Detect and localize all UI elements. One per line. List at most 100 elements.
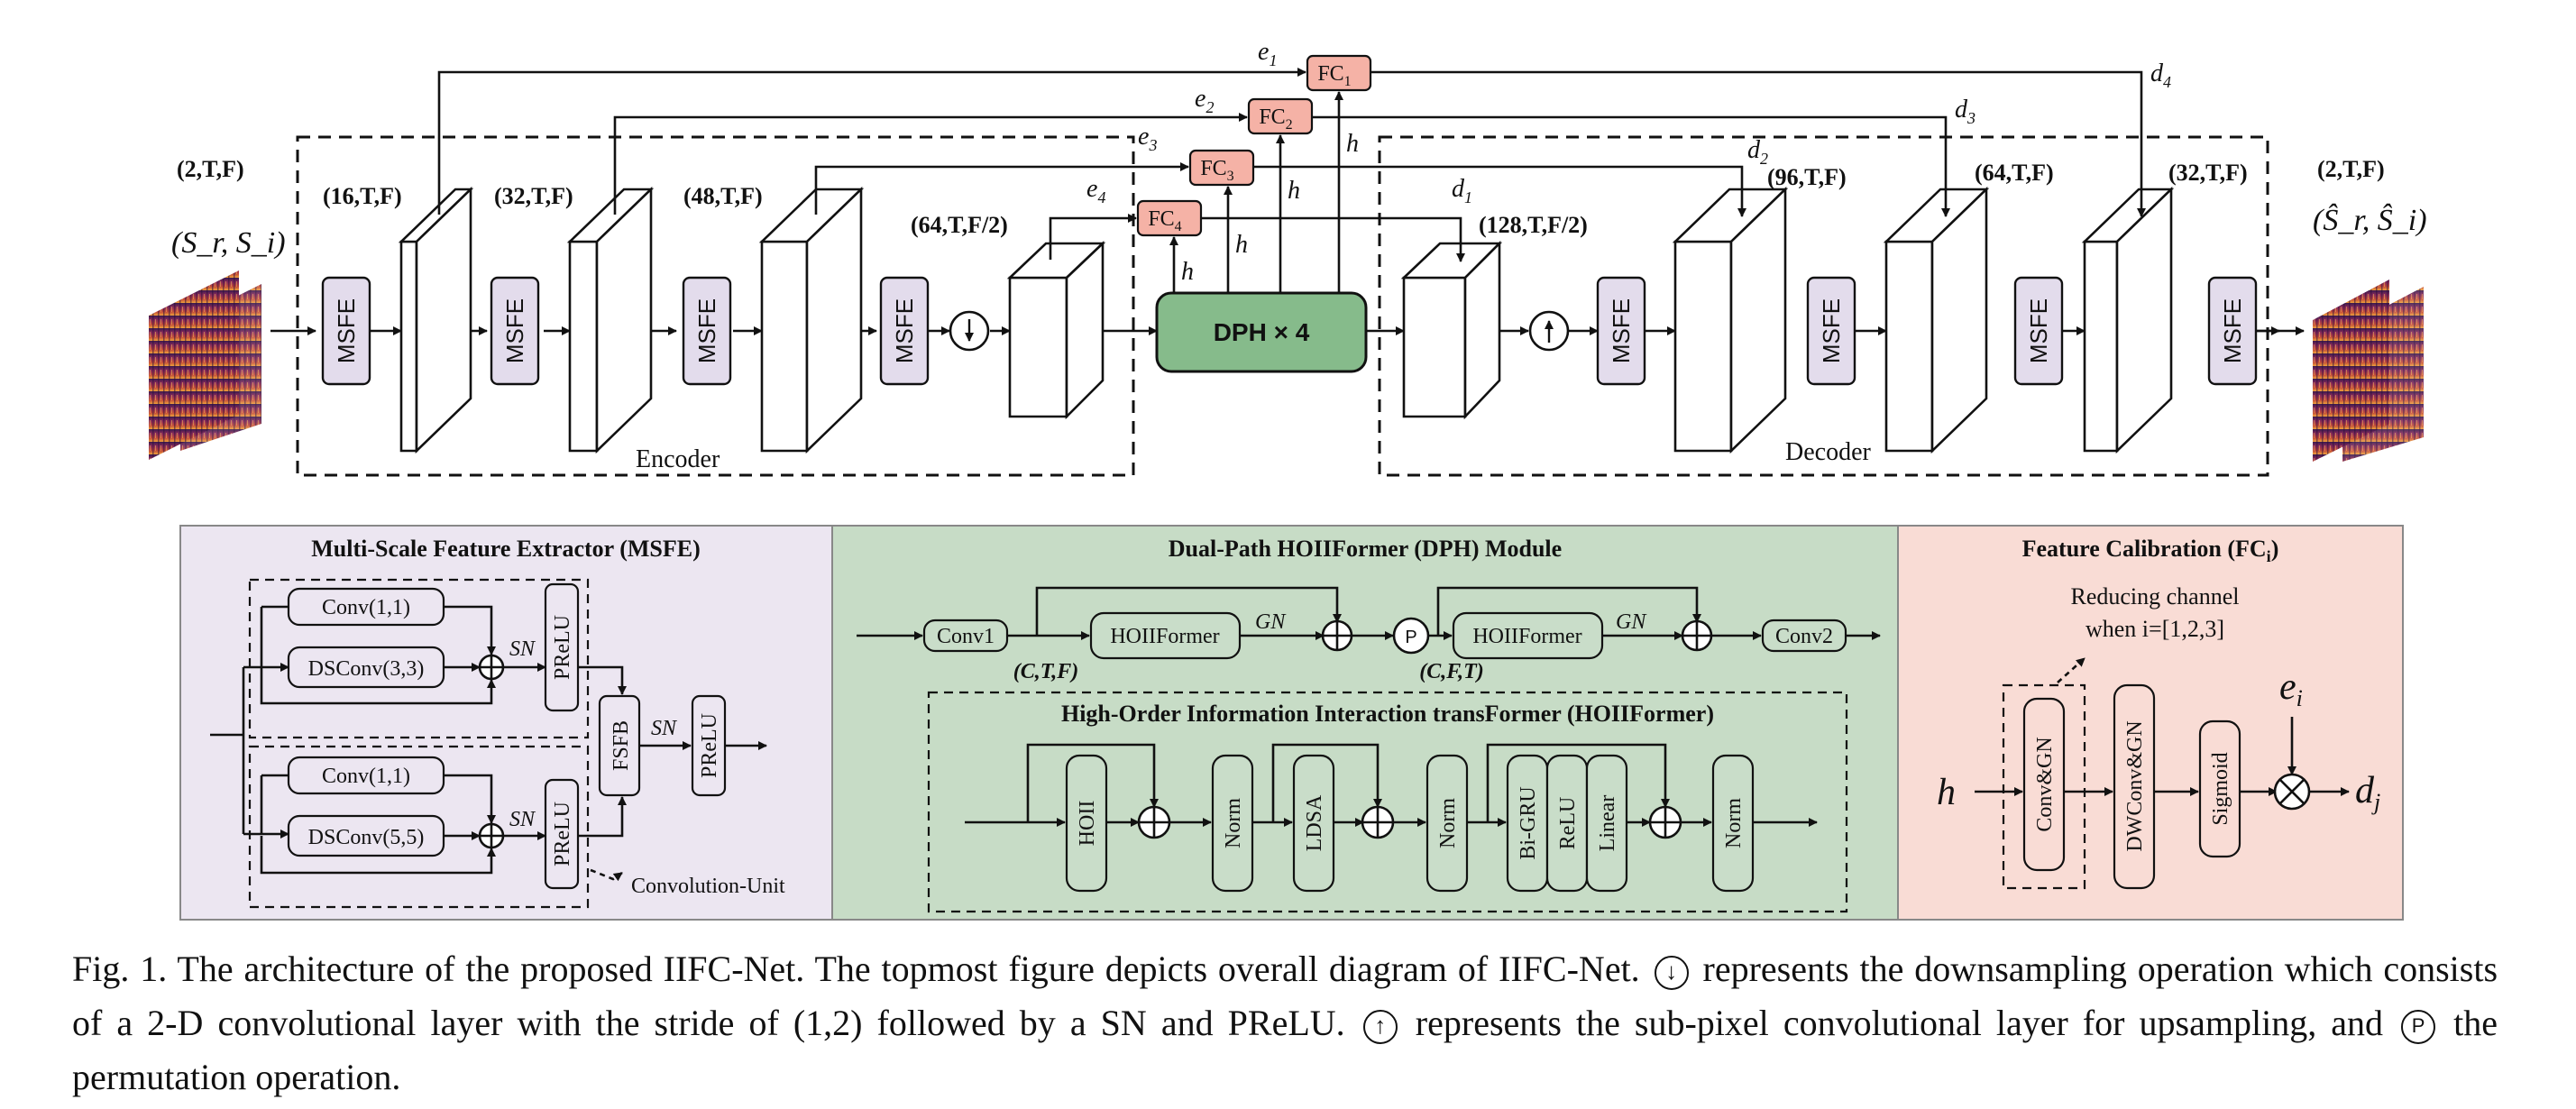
fc-reducing-region [2002, 683, 2086, 890]
dph-cft-label: (C,F,T) [1419, 660, 1484, 683]
h-label-1: h [1346, 130, 1359, 158]
input-spectrogram [149, 270, 261, 460]
fc2-label: FC2 [1259, 105, 1292, 133]
hoii-label: HOII [1076, 801, 1099, 847]
msfe-conv11-a-label: Conv(1,1) [322, 596, 410, 619]
e3-label: e3 [1138, 123, 1157, 154]
msfe-panel [179, 525, 833, 921]
msfe-fsfb-label: FSFB [610, 720, 633, 771]
encoder-shape-1: (16,T,F) [323, 183, 402, 209]
dph-label: DPH × 4 [1214, 318, 1310, 346]
hoiiformer-title: High-Order Information Interaction trans… [1061, 701, 1714, 727]
caption-p-icon: P [2401, 1009, 2436, 1044]
encoder-shape-2: (32,T,F) [494, 183, 573, 209]
msfe-label-dec-4: MSFE [2219, 298, 2246, 363]
input-shape-label: (2,T,F) [177, 156, 244, 182]
hoiiformer-detail [927, 691, 1848, 913]
msfe-prelu-out-label: PReLU [698, 713, 721, 778]
output-spectrogram [2313, 280, 2424, 462]
figure-caption: Fig. 1. The architecture of the proposed… [72, 942, 2498, 1104]
fc-note-line2: when i=[1,2,3] [2086, 616, 2224, 642]
encoder-label: Encoder [636, 445, 720, 473]
msfe-block-enc-3 [682, 276, 732, 386]
msfe-label-enc-4: MSFE [891, 298, 918, 363]
msfe-label-dec-3: MSFE [2025, 298, 2052, 363]
decoder-feature-map-3 [1883, 186, 1990, 454]
msfe-block-enc-1 [321, 276, 371, 386]
dph-block [1155, 291, 1368, 373]
caption-up-icon: ↑ [1362, 1009, 1398, 1044]
msfe-panel-title: Multi-Scale Feature Extractor (MSFE) [311, 536, 701, 562]
architecture-diagram: (2,T,F) (S_r, S_i) (16,T,F) (32,T,F) (48… [149, 38, 2427, 921]
fc4-label: FC4 [1148, 207, 1181, 234]
msfe-prelu-b-label: PReLU [551, 802, 574, 866]
dph-hoiiformer-a-label: HOIIFormer [1110, 625, 1219, 648]
dph-conv2-label: Conv2 [1775, 625, 1833, 648]
decoder-shape-3: (64,T,F) [1975, 160, 2054, 186]
caption-part-2: represents the downsampling operation wh… [72, 949, 2498, 1043]
fc-d-label: dj [2355, 770, 2380, 815]
encoder-feature-map-4 [1006, 240, 1106, 420]
fc1-label: FC1 [1317, 62, 1351, 89]
caption-part-3: represents the sub-pixel convolutional l… [1415, 1003, 2384, 1043]
msfe-branch-2 [248, 745, 590, 909]
msfe-block-enc-4 [879, 276, 930, 386]
d4-label: d4 [2150, 60, 2171, 91]
msfe-block-dec-1 [1596, 276, 1646, 386]
encoder-feature-map-1 [398, 186, 474, 454]
msfe-sn-b: SN [509, 808, 536, 831]
fc-sigmoid-label: Sigmoid [2209, 752, 2232, 825]
msfe-sn-out: SN [651, 717, 678, 740]
norm-label-3: Norm [1722, 798, 1746, 848]
dph-gn-a: GN [1255, 610, 1287, 634]
fc-conv-gn [2022, 697, 2066, 872]
decoder-region [1378, 135, 2269, 477]
msfe-prelu-a-label: PReLU [551, 615, 574, 680]
dph-permute-label: P [1405, 628, 1416, 647]
ldsa-label: LDSA [1303, 794, 1326, 851]
d2-label: d2 [1747, 136, 1768, 168]
h-label-2: h [1288, 177, 1300, 205]
fc-note-line1: Reducing channel [2071, 583, 2240, 609]
encoder-region [296, 135, 1135, 477]
fc-sigmoid [2198, 719, 2241, 858]
msfe-label-enc-1: MSFE [333, 298, 360, 363]
decoder-feature-map-4 [2081, 186, 2175, 454]
fc3-label: FC3 [1200, 157, 1233, 184]
dph-gn-b: GN [1616, 610, 1647, 634]
msfe-branch-1 [248, 578, 590, 739]
fc-dwconv-gn-label: DWConv&GN [2123, 720, 2147, 851]
fc-h-label: h [1937, 772, 1956, 813]
dph-hoiiformer-b-label: HOIIFormer [1472, 625, 1581, 648]
encoder-feature-map-2 [566, 186, 655, 454]
norm-label-1: Norm [1222, 798, 1245, 848]
encoder-shape-3: (48,T,F) [683, 183, 763, 209]
decoder-feature-map-2 [1672, 186, 1789, 454]
linear-label: Linear [1596, 795, 1619, 852]
encoder-shape-4: (64,T,F/2) [911, 212, 1008, 238]
msfe-block-dec-3 [2013, 276, 2064, 386]
dph-ctf-label: (C,T,F) [1013, 660, 1078, 683]
msfe-block-enc-2 [490, 276, 540, 386]
decoder-label: Decoder [1785, 438, 1872, 466]
relu-label: ReLU [1556, 797, 1580, 850]
fc-panel-title: Feature Calibration (FCi) [2022, 536, 2279, 565]
output-signal-label: (Ŝ_r, Ŝ_i) [2313, 203, 2427, 237]
fc-dwconv-gn [2113, 683, 2156, 890]
msfe-label-enc-2: MSFE [501, 298, 528, 363]
msfe-dsconv55-label: DSConv(5,5) [308, 826, 425, 849]
msfe-label-dec-1: MSFE [1608, 298, 1635, 363]
msfe-prelu-a [544, 582, 580, 712]
encoder-feature-map-3 [758, 186, 865, 454]
output-shape-label: (2,T,F) [2317, 156, 2385, 182]
input-signal-label: (S_r, S_i) [171, 226, 286, 260]
norm-label-2: Norm [1436, 798, 1460, 848]
fc-conv-gn-label: Conv&GN [2033, 737, 2057, 831]
msfe-conv-unit-label: Convolution-Unit [631, 875, 785, 898]
caption-part-4: the permutation operation. [72, 1003, 2498, 1097]
decoder-shape-4: (32,T,F) [2168, 160, 2248, 186]
dph-panel-title: Dual-Path HOIIFormer (DPH) Module [1169, 536, 1562, 562]
decoder-shape-1: (128,T,F/2) [1479, 212, 1588, 238]
caption-down-icon: ↓ [1654, 955, 1689, 990]
d1-label: d1 [1452, 175, 1472, 206]
